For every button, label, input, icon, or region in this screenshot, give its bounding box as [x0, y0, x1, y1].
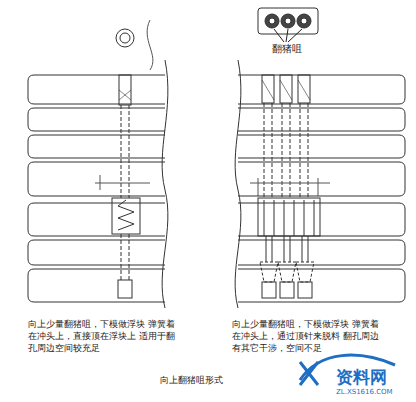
- mold-plate: [28, 108, 165, 131]
- leader-line: [274, 29, 302, 42]
- punch: [119, 75, 131, 105]
- punch: [262, 75, 274, 103]
- break-line: [235, 60, 241, 308]
- mold-plate: [238, 135, 405, 158]
- mold-plate: [28, 203, 165, 236]
- mold-plate: [238, 75, 405, 104]
- note-text: 向上少量翻猪咀，下模做浮块 弹簧着在冲头上，通过顶针来脱料 翻孔周边有其它干涉，…: [232, 318, 382, 354]
- note-text: 向上少量翻猪咀，下模做浮块 弹簧着在冲头上，直接顶在浮块上 适用于翻孔周边空间较…: [28, 318, 178, 354]
- mold-plate: [238, 203, 405, 236]
- plug: [118, 280, 132, 298]
- mold-plate: [28, 135, 165, 158]
- break-line: [162, 60, 168, 308]
- watermark: ZL.XS1616.COM: [336, 388, 393, 397]
- punch-top-view: [116, 29, 134, 47]
- mold-plate: [238, 269, 405, 302]
- mold-plate: [28, 240, 165, 265]
- mold-plate: [28, 269, 165, 302]
- mold-plate: [238, 162, 405, 196]
- mold-plate: [238, 240, 405, 265]
- mold-plate: [28, 75, 165, 104]
- mold-plate: [238, 108, 405, 131]
- stripper-block: [258, 198, 320, 236]
- mold-plate: [28, 162, 165, 196]
- watermark: 资料网: [336, 366, 387, 388]
- part-label: 翻猪咀: [272, 42, 302, 55]
- spring: [118, 200, 134, 230]
- caption: 向上翻猪咀形式: [160, 374, 223, 386]
